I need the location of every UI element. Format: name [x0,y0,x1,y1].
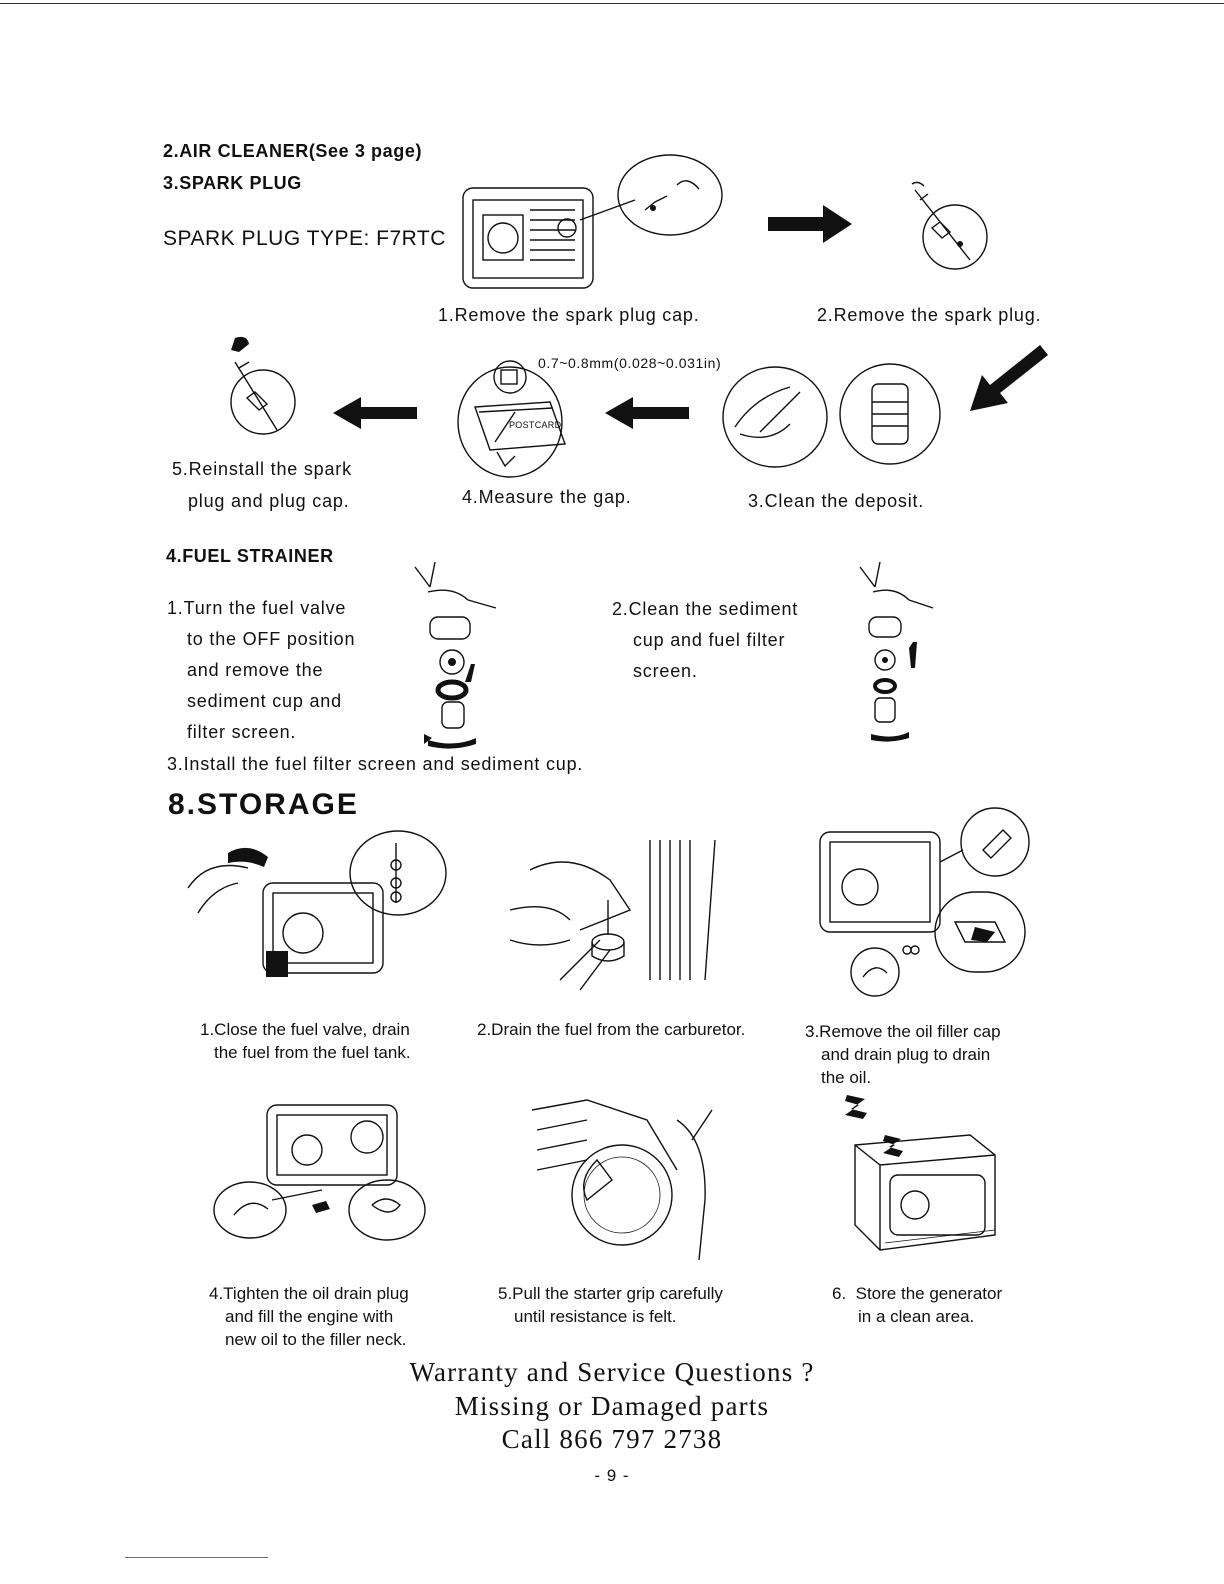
fuel-step-1-line: 1.Turn the fuel valve [167,598,347,618]
arrow-right-icon [768,205,852,243]
postcard-label: POSTCARD [509,420,562,430]
storage-step-5-line: 5.Pull the starter grip carefully [498,1284,723,1303]
storage-step-4-line: 4.Tighten the oil drain plug [209,1284,409,1303]
storage-step-1-line: the fuel from the fuel tank. [214,1043,411,1062]
gap-spec-label: 0.7~0.8mm(0.028~0.031in) [538,355,722,371]
fuel-step-1-line: sediment cup and [187,691,342,711]
storage-step-5-line: until resistance is felt. [514,1307,677,1326]
spark-plug-reinstall-illustration [230,336,296,435]
arrow-down-left-icon [970,345,1048,411]
bottom-rule [125,1557,268,1558]
storage-step-5: 5.Pull the starter grip carefully until … [498,1282,723,1328]
spark-step-1: 1.Remove the spark plug cap. [438,305,700,325]
footer-missing-parts-line: Missing or Damaged parts [454,1391,770,1421]
fuel-step-1: 1.Turn the fuel valve to the OFF positio… [167,593,355,748]
refill-oil-illustration [213,1104,426,1241]
fuel-step-3: 3.Install the fuel filter screen and sed… [167,754,584,774]
page-number: - 9 - [594,1466,630,1485]
fuel-valve-illustration [414,561,497,749]
storage-step-1-line: 1.Close the fuel valve, drain [200,1020,410,1039]
storage-step-1: 1.Close the fuel valve, drain the fuel f… [200,1018,411,1064]
fuel-step-1-line: filter screen. [187,722,297,742]
clean-deposit-illustration [722,363,941,468]
spark-step-2: 2.Remove the spark plug. [817,305,1042,325]
storage-step-4: 4.Tighten the oil drain plug and fill th… [209,1282,409,1351]
drain-oil-illustration [819,807,1030,997]
storage-step-6: 6. Store the generator in a clean area. [832,1282,1002,1328]
arrow-left-icon [333,397,417,429]
air-cleaner-heading: 2.AIR CLEANER(See 3 page) [163,141,423,161]
drain-fuel-tank-illustration [187,830,447,977]
footer-warranty-line: Warranty and Service Questions ? [409,1357,815,1387]
spark-plug-heading: 3.SPARK PLUG [163,173,302,193]
storage-heading: 8.STORAGE [168,788,359,821]
footer-phone-line: Call 866 797 2738 [501,1424,723,1454]
arrow-left-icon [605,397,689,429]
storage-step-6-line: 6. Store the generator [832,1284,1003,1303]
generator-spark-cap-illustration [462,154,723,289]
fuel-strainer-heading: 4.FUEL STRAINER [166,546,334,566]
spark-step-5-line2: plug and plug cap. [188,491,350,511]
fuel-step-2-line: screen. [633,661,698,681]
spark-plug-removal-illustration [911,181,988,270]
fuel-step-2-line: cup and fuel filter [633,630,786,650]
spark-step-5-line1: 5.Reinstall the spark [172,459,352,479]
store-generator-illustration [845,1095,996,1251]
sediment-cup-illustration [859,561,934,742]
storage-step-3-line: and drain plug to drain [821,1045,991,1064]
fuel-step-2-line: 2.Clean the sediment [612,599,799,619]
storage-step-2: 2.Drain the fuel from the carburetor. [477,1018,745,1041]
storage-step-3-line: 3.Remove the oil filler cap [805,1022,1001,1041]
storage-step-4-line: and fill the engine with [225,1307,394,1326]
top-rule [0,3,1224,4]
spark-step-4: 4.Measure the gap. [462,487,632,507]
storage-step-3: 3.Remove the oil filler cap and drain pl… [805,1020,1001,1089]
gap-measure-illustration [457,360,566,478]
storage-step-3-line: the oil. [821,1068,872,1087]
storage-step-2-line: 2.Drain the fuel from the carburetor. [477,1020,746,1039]
pull-starter-illustration [531,1099,713,1261]
drain-carburetor-illustration [509,839,716,991]
spark-plug-type: SPARK PLUG TYPE: F7RTC [163,227,446,250]
fuel-step-1-line: and remove the [187,660,324,680]
fuel-step-2: 2.Clean the sediment cup and fuel filter… [612,594,798,687]
spark-step-3: 3.Clean the deposit. [748,491,925,511]
fuel-step-1-line: to the OFF position [187,629,356,649]
storage-step-4-line: new oil to the filler neck. [225,1330,407,1349]
storage-step-6-line: in a clean area. [858,1307,975,1326]
